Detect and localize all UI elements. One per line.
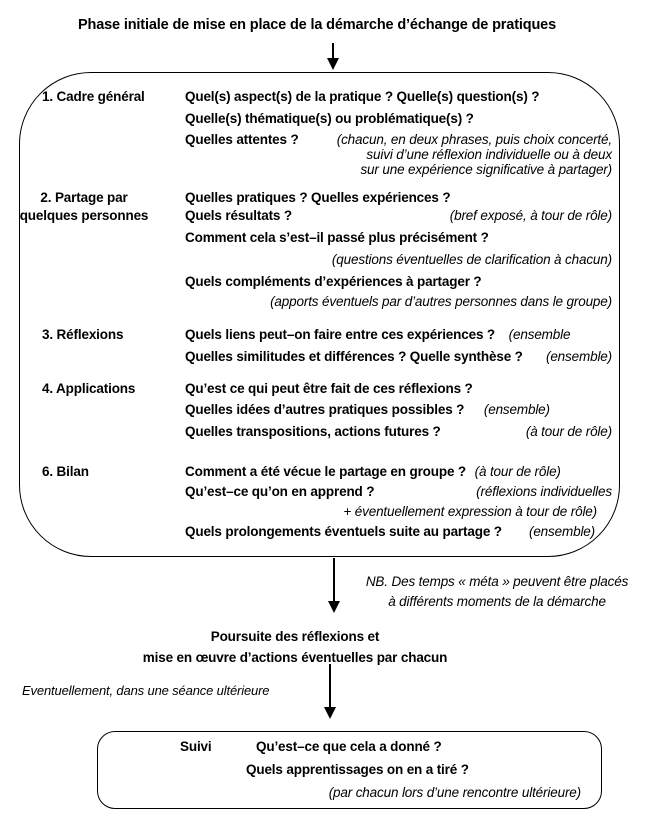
- poursuite-line-2: mise en œuvre d’actions éventuelles par …: [142, 650, 448, 665]
- question-text: Quelle(s) thématique(s) ou problématique…: [185, 111, 474, 126]
- question-line: Quelles similitudes et différences ? Que…: [185, 349, 612, 365]
- question-line: Comment a été vécue le partage en groupe…: [185, 464, 561, 480]
- question-line: Quels prolongements éventuels suite au p…: [185, 524, 595, 540]
- aside-note: Eventuellement, dans une séance ultérieu…: [22, 683, 270, 698]
- annotation-text: (par chacun lors d’une rencontre ultérie…: [328, 785, 581, 800]
- annotation-line: (apports éventuels par d’autres personne…: [270, 294, 612, 310]
- question-line: Qu’est ce qui peut être fait de ces réfl…: [185, 381, 473, 397]
- question-text: Comment a été vécue le partage en groupe…: [185, 464, 467, 479]
- suivi-box: [97, 731, 602, 809]
- annotation-text: suivi d’une réflexion individuelle ou à …: [366, 147, 612, 162]
- question-text: Quels prolongements éventuels suite au p…: [185, 524, 502, 539]
- annotation-text: (ensemble): [528, 524, 595, 539]
- section-label-partage-2: quelques personnes: [19, 208, 149, 223]
- question-line: Quelles transpositions, actions futures …: [185, 424, 612, 440]
- section-label-cadre-general: 1. Cadre général: [42, 89, 145, 104]
- question-text: Quelles attentes ?: [185, 132, 299, 147]
- question-line: Comment cela s’est–il passé plus précisé…: [185, 230, 489, 246]
- question-text: Qu’est–ce qu’on en apprend ?: [185, 484, 375, 499]
- annotation-text: (questions éventuelles de clarification …: [331, 252, 612, 267]
- annotation-text: (réflexions individuelles: [476, 484, 612, 499]
- question-line: Quelles attentes ? (chacun, en deux phra…: [185, 132, 612, 148]
- question-text: Comment cela s’est–il passé plus précisé…: [185, 230, 489, 245]
- annotation-text: (apports éventuels par d’autres personne…: [270, 294, 612, 309]
- annotation-text: (ensemble: [508, 327, 571, 342]
- annotation-text: + éventuellement expression à tour de rô…: [343, 504, 597, 519]
- annotation-text: sur une expérience significative à parta…: [360, 162, 612, 177]
- suivi-annotation: (par chacun lors d’une rencontre ultérie…: [329, 785, 581, 801]
- question-text: Quels liens peut–on faire entre ces expé…: [185, 327, 496, 342]
- question-line: Quels liens peut–on faire entre ces expé…: [185, 327, 570, 343]
- annotation-text: (à tour de rôle): [525, 424, 612, 439]
- question-text: Quel(s) aspect(s) de la pratique ? Quell…: [185, 89, 540, 104]
- flow-arrow-1-shaft: [332, 43, 334, 60]
- question-line: Quelles idées d’autres pratiques possibl…: [185, 402, 550, 418]
- question-text: Quels compléments d’expériences à partag…: [185, 274, 482, 289]
- annotation-line: + éventuellement expression à tour de rô…: [343, 504, 597, 520]
- annotation-line: (questions éventuelles de clarification …: [332, 252, 612, 268]
- section-label-partage: 2. Partage par: [40, 190, 128, 205]
- poursuite-heading: Poursuite des réflexions et mise en œuvr…: [20, 626, 570, 668]
- annotation-text: (chacun, en deux phrases, puis choix con…: [336, 132, 612, 147]
- question-line: Qu’est–ce qu’on en apprend ? (réflexions…: [185, 484, 612, 500]
- question-text: Qu’est ce qui peut être fait de ces réfl…: [185, 381, 473, 396]
- annotation-text: (ensemble): [545, 349, 612, 364]
- section-label-reflexions: 3. Réflexions: [42, 327, 124, 342]
- question-line: Quelle(s) thématique(s) ou problématique…: [185, 111, 474, 127]
- annotation-text: (ensemble): [483, 402, 550, 417]
- question-text: Quelles transpositions, actions futures …: [185, 424, 441, 439]
- question-text: Quels résultats ?: [185, 208, 292, 223]
- down-arrow-icon: [323, 707, 336, 719]
- question-line: Quels résultats ? (bref exposé, à tour d…: [185, 208, 612, 224]
- flow-arrow-3-shaft: [329, 664, 331, 708]
- question-line: Quels compléments d’expériences à partag…: [185, 274, 482, 290]
- section-label-bilan: 6. Bilan: [42, 464, 89, 479]
- annotation-text: (bref exposé, à tour de rôle): [449, 208, 612, 223]
- page-title: Phase initiale de mise en place de la dé…: [77, 17, 556, 33]
- annotation-line: sur une expérience significative à parta…: [360, 162, 612, 178]
- annotation-text: (à tour de rôle): [474, 464, 561, 479]
- annotation-line: suivi d’une réflexion individuelle ou à …: [366, 147, 612, 163]
- suivi-question-2: Quels apprentissages on en a tiré ?: [246, 762, 469, 777]
- suivi-label: Suivi: [180, 739, 212, 754]
- main-process-box: [19, 72, 620, 557]
- section-label-applications: 4. Applications: [42, 381, 136, 396]
- flow-arrow-2-shaft: [333, 558, 335, 602]
- down-arrow-icon: [327, 601, 340, 613]
- question-line: Quel(s) aspect(s) de la pratique ? Quell…: [185, 89, 540, 105]
- down-arrow-icon: [326, 58, 339, 70]
- question-text: Quelles pratiques ? Quelles expériences …: [185, 190, 451, 205]
- question-text: Quelles idées d’autres pratiques possibl…: [185, 402, 465, 417]
- nb-note-line-2: à différents moments de la démarche: [388, 593, 606, 609]
- nb-note-line-1: NB. Des temps « méta » peuvent être plac…: [365, 574, 629, 589]
- poursuite-line-1: Poursuite des réflexions et: [210, 629, 380, 644]
- question-text: Quelles similitudes et différences ? Que…: [185, 349, 523, 364]
- question-line: Quelles pratiques ? Quelles expériences …: [185, 190, 451, 206]
- nb-note: NB. Des temps « méta » peuvent être plac…: [351, 572, 643, 611]
- suivi-question-1: Qu’est–ce que cela a donné ?: [256, 739, 442, 754]
